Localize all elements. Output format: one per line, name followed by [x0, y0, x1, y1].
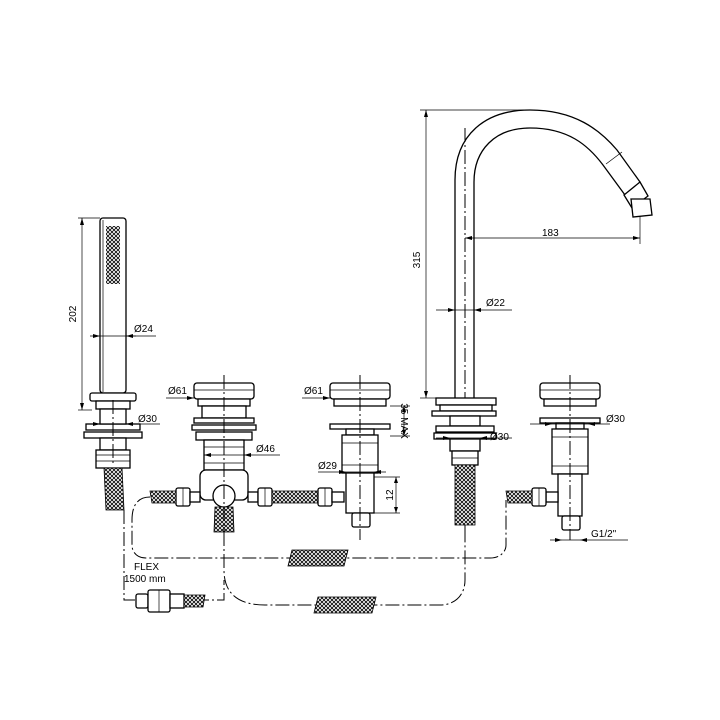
spout-base-dia-label: Ø30	[490, 432, 509, 443]
spout	[431, 109, 653, 540]
dim-valve-max: 35 MAX	[390, 403, 410, 439]
flex-hose	[135, 589, 206, 613]
right-valve-dia-label: Ø30	[606, 414, 625, 425]
connecting-hoses	[149, 487, 345, 507]
diverter-mixer	[191, 375, 257, 540]
center-valve	[329, 375, 391, 540]
valve-nut-label: 12	[385, 489, 396, 501]
dim-right-valve-dia: Ø30	[530, 414, 625, 426]
dim-spout-reach: 183	[465, 216, 641, 244]
dim-valve-top-dia: Ø61	[302, 386, 330, 400]
dim-mixer-top-dia: Ø61	[166, 386, 194, 400]
shower-spray-dots	[106, 226, 120, 284]
dim-thread: G1/2"	[550, 529, 628, 542]
dim-spout-height: 315	[412, 109, 530, 399]
shower-dia-label: Ø24	[134, 324, 153, 335]
mixer-body-dia-label: Ø46	[256, 444, 275, 455]
dim-mixer-body-dia: Ø46	[204, 444, 280, 457]
spout-reach-label: 183	[542, 228, 559, 239]
dim-spout-base-dia: Ø30	[436, 432, 512, 443]
right-valve	[505, 375, 601, 540]
hand-shower	[83, 217, 143, 511]
shower-base-dia-label: Ø30	[138, 414, 157, 425]
dim-shower-dia: Ø24	[90, 324, 156, 338]
dim-valve-inlet-dia: Ø29	[318, 461, 386, 474]
dim-spout-dia: Ø22	[436, 298, 512, 312]
flex-label: FLEX	[134, 562, 159, 573]
flex-label-group: FLEX 1500 mm	[124, 562, 166, 585]
mixer-top-dia-label: Ø61	[168, 386, 187, 397]
dim-shower-base-dia: Ø30	[86, 414, 160, 426]
thread-label: G1/2"	[591, 529, 617, 540]
shower-height-label: 202	[68, 305, 79, 322]
valve-inlet-dia-label: Ø29	[318, 461, 337, 472]
dim-shower-height: 202	[68, 217, 100, 411]
valve-top-dia-label: Ø61	[304, 386, 323, 397]
hose-routing	[123, 496, 507, 614]
dim-valve-nut: 12	[374, 476, 400, 514]
flex-length-label: 1500 mm	[124, 574, 166, 585]
spout-height-label: 315	[412, 251, 423, 268]
spout-dia-label: Ø22	[486, 298, 505, 309]
valve-max-label: 35 MAX	[398, 403, 409, 439]
